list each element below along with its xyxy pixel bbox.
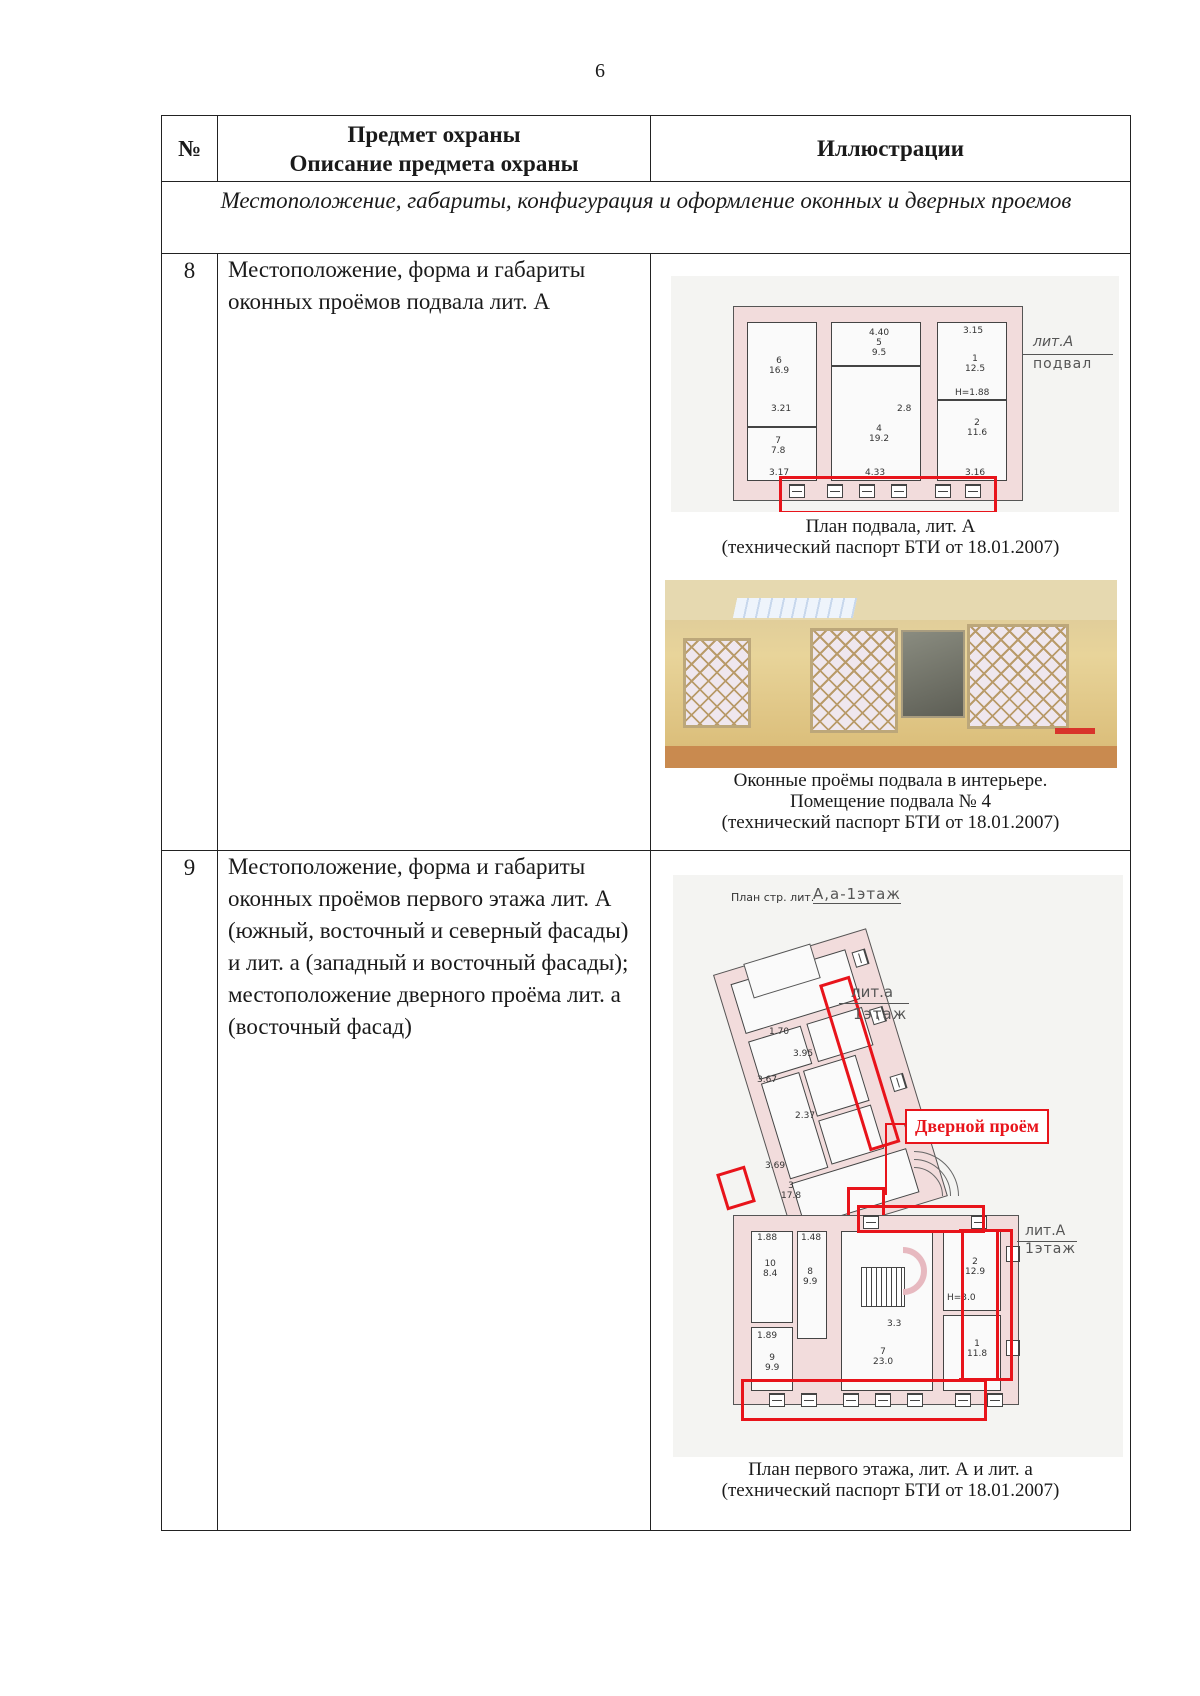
header-subject: Предмет охраны Описание предмета охраны: [217, 115, 651, 182]
mirror: [901, 630, 965, 718]
caption-line: План подвала, лит. А: [805, 516, 976, 537]
room-label: 3.3: [887, 1319, 902, 1329]
room-8: [797, 1231, 827, 1339]
room-label: 3.16: [965, 468, 986, 478]
basement-interior-photo: [665, 580, 1117, 768]
basement-windows-highlight: [779, 476, 997, 512]
room-7: [747, 427, 817, 481]
lit-A-level: 1этаж: [1025, 1241, 1076, 1257]
page-number: 6: [595, 60, 605, 82]
first-floor-plan-caption: План первого этажа, лит. А и лит. а (тех…: [651, 1459, 1130, 1501]
basement-photo-caption: Оконные проёмы подвала в интерьере. Поме…: [651, 770, 1130, 833]
header-num: №: [161, 115, 218, 182]
room-label: 3.15: [963, 326, 984, 336]
room-2: [937, 400, 1007, 481]
lit-a-small-level: 1этаж: [853, 1005, 908, 1023]
barred-window: [810, 628, 898, 733]
lit-A-east-outer-highlight: [959, 1229, 1013, 1381]
plan-title-value: А,а-1этаж: [813, 885, 901, 904]
room-label: 1.48: [801, 1233, 822, 1243]
plan-title-prefix: План стр. лит.: [731, 891, 815, 904]
caption-line: Оконные проёмы подвала в интерьере.: [733, 770, 1048, 791]
first-floor-plan: План стр. лит. А,а-1этаж: [673, 875, 1123, 1457]
room-1: [937, 322, 1007, 400]
caption-line: (технический паспорт БТИ от 18.01.2007): [721, 812, 1060, 833]
row-description: Местоположение, форма и габариты оконных…: [217, 253, 651, 851]
barred-window: [683, 638, 751, 728]
room-label: 1.88: [757, 1233, 778, 1243]
room-label: 3.95: [793, 1049, 814, 1059]
room-6: [747, 322, 817, 427]
lit-A-north-windows-highlight: [857, 1205, 985, 1233]
section-title: Местоположение, габариты, конфигурация и…: [161, 181, 1131, 254]
row-number: 9: [161, 850, 218, 1531]
room-4: [831, 366, 921, 481]
room-label: 3.21: [771, 404, 792, 414]
room-10: [751, 1231, 793, 1323]
table-row: 8 Местоположение, форма и габариты оконн…: [161, 253, 1131, 851]
barred-window: [967, 624, 1069, 729]
table-top: [665, 746, 1117, 768]
room-label: 4.33: [865, 468, 886, 478]
room-label: 1.89: [757, 1331, 778, 1341]
caption-line: Помещение подвала № 4: [789, 791, 992, 812]
room-label: 2.8: [897, 404, 912, 414]
caption-line: План первого этажа, лит. А и лит. а: [748, 1459, 1033, 1480]
section-row: Местоположение, габариты, конфигурация и…: [161, 181, 1131, 254]
lit-a-west-window-highlight: [716, 1165, 756, 1211]
level-label: подвал: [1033, 356, 1093, 372]
header-illustrations: Иллюстрации: [650, 115, 1131, 182]
lit-a-small-label: лит.а: [851, 983, 894, 1001]
door-opening-callout: Дверной проём: [905, 1109, 1049, 1144]
room-5: [831, 322, 921, 366]
ceiling-lamp: [732, 598, 858, 618]
caption-line: (технический паспорт БТИ от 18.01.2007): [721, 537, 1060, 558]
room-label: 3.67: [757, 1075, 778, 1085]
table-row: 9 Местоположение, форма и габариты оконн…: [161, 850, 1131, 1531]
lit-label: лит.А: [1033, 334, 1074, 350]
heritage-protection-table: № Предмет охраны Описание предмета охран…: [161, 115, 1131, 1531]
illustrations-cell: План стр. лит. А,а-1этаж: [650, 850, 1131, 1531]
row-description: Местоположение, форма и габариты оконных…: [217, 850, 651, 1531]
header-subject-line1: Предмет охраны: [347, 121, 521, 147]
lit-A-label: лит.А: [1025, 1223, 1066, 1239]
row-number: 8: [161, 253, 218, 851]
header-subject-line2: Описание предмета охраны: [289, 150, 579, 176]
room-label: H=1.88: [955, 388, 990, 398]
basement-plan-caption: План подвала, лит. А (технический паспор…: [651, 516, 1130, 558]
room-label: 1.70: [769, 1027, 790, 1037]
room-label: 3.69: [765, 1161, 786, 1171]
room-label: 2.37: [795, 1111, 816, 1121]
table-header-row: № Предмет охраны Описание предмета охран…: [161, 115, 1131, 182]
room-label: 3.17: [769, 468, 790, 478]
lit-A-south-windows-highlight: [741, 1379, 987, 1421]
caption-line: (технический паспорт БТИ от 18.01.2007): [721, 1480, 1060, 1501]
